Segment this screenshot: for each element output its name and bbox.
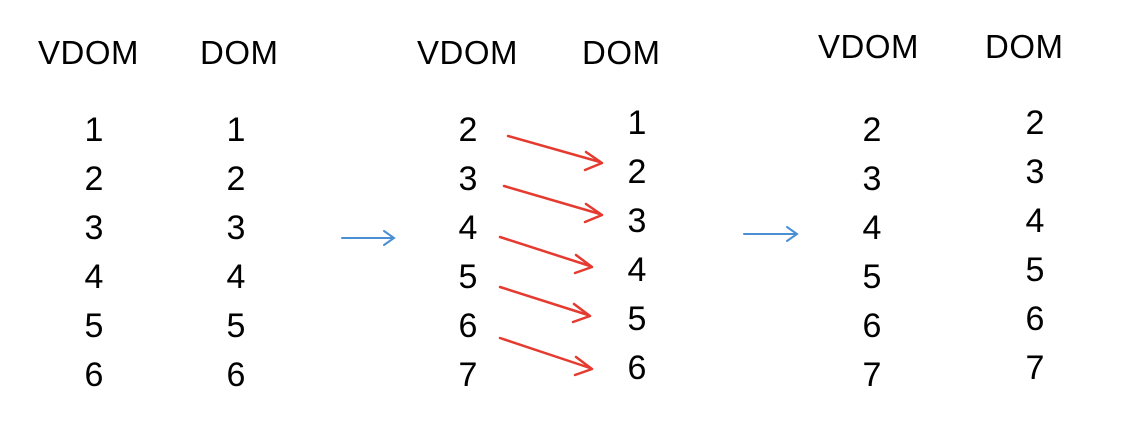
- panel-1-vdom-header: VDOM: [38, 34, 139, 71]
- vdom-item: 2: [862, 111, 882, 149]
- vdom-item: 6: [84, 356, 104, 394]
- vdom-item: 6: [862, 307, 882, 345]
- dom-item: 4: [226, 258, 246, 296]
- vdom-item: 5: [458, 258, 478, 296]
- dom-item: 7: [1025, 349, 1045, 387]
- transition-arrow-2: [743, 226, 799, 242]
- panel-2-vdom-header: VDOM: [417, 34, 518, 71]
- dom-item: 2: [226, 160, 246, 198]
- panel-3-vdom-header: VDOM: [818, 28, 919, 65]
- vdom-item: 5: [84, 307, 104, 345]
- panel-2-dom-header: DOM: [582, 34, 661, 71]
- panel-3-dom-header: DOM: [985, 28, 1064, 65]
- dom-item: 5: [226, 307, 246, 345]
- vdom-item: 2: [84, 160, 104, 198]
- move-arrow: [498, 336, 594, 377]
- dom-item: 2: [1025, 104, 1045, 142]
- vdom-item: 7: [862, 356, 882, 394]
- dom-item: 3: [1025, 153, 1045, 191]
- panel-1-dom-header: DOM: [200, 34, 279, 71]
- dom-item: 4: [627, 251, 647, 289]
- move-arrow: [506, 134, 604, 172]
- move-arrow: [498, 285, 592, 324]
- vdom-item: 3: [84, 209, 104, 247]
- vdom-item: 6: [458, 307, 478, 345]
- dom-item: 5: [1025, 251, 1045, 289]
- dom-item: 2: [627, 153, 647, 191]
- dom-item: 5: [627, 300, 647, 338]
- dom-item: 6: [627, 349, 647, 387]
- vdom-item: 3: [862, 160, 882, 198]
- transition-arrow-1: [341, 230, 396, 246]
- vdom-item: 4: [84, 258, 104, 296]
- move-arrow: [498, 235, 594, 275]
- dom-item: 6: [226, 356, 246, 394]
- vdom-item: 7: [458, 356, 478, 394]
- vdom-item: 1: [84, 111, 104, 149]
- vdom-item: 4: [862, 209, 882, 247]
- vdom-item: 2: [458, 111, 478, 149]
- dom-item: 6: [1025, 300, 1045, 338]
- dom-item: 3: [226, 209, 246, 247]
- dom-item: 3: [627, 202, 647, 240]
- vdom-item: 4: [458, 209, 478, 247]
- vdom-item: 3: [458, 160, 478, 198]
- dom-item: 1: [226, 111, 246, 149]
- dom-item: 1: [627, 104, 647, 142]
- vdom-item: 5: [862, 258, 882, 296]
- dom-item: 4: [1025, 202, 1045, 240]
- move-arrow: [502, 184, 604, 224]
